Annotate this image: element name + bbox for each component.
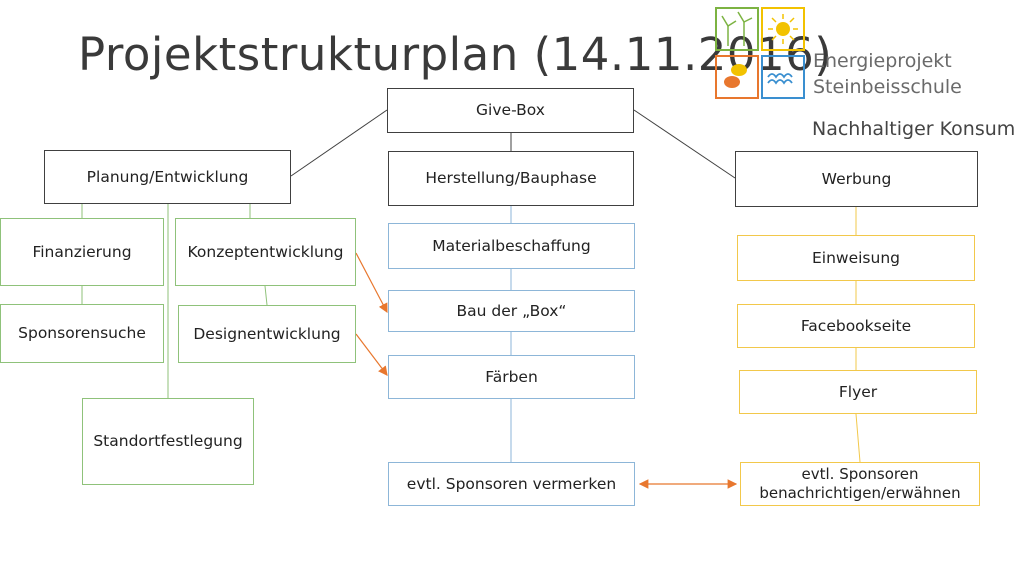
sun-icon xyxy=(761,7,805,51)
node-facebookseite: Facebookseite xyxy=(737,304,975,348)
logo-line1: Energieprojekt xyxy=(813,50,952,72)
node-konzeptentwicklung: Konzeptentwicklung xyxy=(175,218,356,286)
line-flyer-benachrichtigen xyxy=(855,413,861,463)
node-materialbeschaffung: Materialbeschaffung xyxy=(388,223,635,269)
node-finanzierung: Finanzierung xyxy=(0,218,164,286)
node-sponsoren-vermerken: evtl. Sponsoren vermerken xyxy=(388,462,635,506)
arrow-konzept-bau xyxy=(355,252,388,314)
wind-turbine-icon xyxy=(715,7,759,51)
line-root-werbung xyxy=(633,109,736,179)
waves-icon xyxy=(761,55,805,99)
node-planung: Planung/Entwicklung xyxy=(44,150,291,204)
node-bau-der-box: Bau der „Box“ xyxy=(388,290,635,332)
page-title: Projektstrukturplan (14.11.2016) xyxy=(78,28,833,81)
arrow-design-faerben xyxy=(355,333,388,376)
logo xyxy=(714,6,964,106)
node-flyer: Flyer xyxy=(739,370,977,414)
node-faerben: Färben xyxy=(388,355,635,399)
logo-line2: Steinbeisschule xyxy=(813,76,962,98)
node-give-box: Give-Box xyxy=(387,88,634,133)
logo-graphic xyxy=(715,7,805,99)
node-sponsoren-benachrichtigen: evtl. Sponsoren benachrichtigen/erwähnen xyxy=(740,462,980,506)
line-konzept-design xyxy=(264,285,268,306)
node-designentwicklung: Designentwicklung xyxy=(178,305,356,363)
speech-bubbles-icon xyxy=(715,55,759,99)
line-root-planung xyxy=(290,109,388,177)
node-herstellung: Herstellung/Bauphase xyxy=(388,151,634,206)
node-sponsorensuche: Sponsorensuche xyxy=(0,304,164,363)
node-werbung: Werbung xyxy=(735,151,978,207)
subtitle: Nachhaltiger Konsum xyxy=(812,118,1016,140)
node-einweisung: Einweisung xyxy=(737,235,975,281)
node-standortfestlegung: Standortfestlegung xyxy=(82,398,254,485)
